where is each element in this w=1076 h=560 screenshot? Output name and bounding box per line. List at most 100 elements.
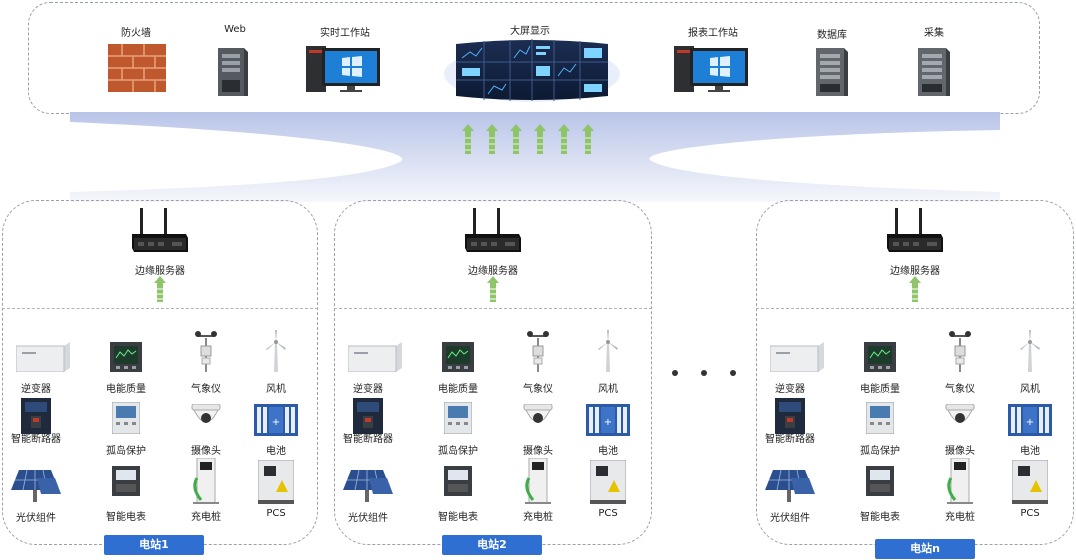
svg-text:+: +	[604, 417, 612, 428]
pcs-icon	[590, 460, 626, 504]
firewall-icon	[108, 44, 166, 94]
smart-meter-label: 智能电表	[860, 512, 900, 523]
smart-meter-icon	[112, 466, 140, 496]
battery-icon: +	[254, 404, 298, 436]
uplink-funnel	[70, 112, 1000, 202]
island-protection-label: 孤岛保护	[438, 446, 478, 457]
edge-uplink-arrow-icon	[909, 276, 921, 302]
collect-label: 采集	[924, 28, 944, 39]
wind-turbine-label: 风机	[598, 384, 618, 395]
battery-label: 电池	[1020, 446, 1040, 457]
station-name-badge: 电站2	[442, 535, 542, 555]
camera-icon	[522, 404, 554, 430]
smart-meter-icon	[444, 466, 472, 496]
pv-module-icon	[765, 470, 815, 504]
workstation-icon	[674, 44, 750, 94]
pv-module-icon	[11, 470, 61, 504]
ellipsis-dot	[730, 370, 736, 376]
island-protection-label: 孤岛保护	[106, 446, 146, 457]
battery-label: 电池	[598, 446, 618, 457]
server-tower-icon	[812, 46, 850, 98]
server-tower-icon	[214, 46, 248, 98]
island-protection-icon	[866, 402, 894, 434]
pcs-label: PCS	[598, 508, 618, 519]
video-wall-icon	[444, 38, 620, 104]
pcs-icon	[258, 460, 294, 504]
charging-pile-icon	[525, 458, 551, 504]
island-protection-icon	[112, 402, 140, 434]
edge-server-icon	[885, 204, 945, 256]
inverter-icon	[16, 342, 70, 372]
server-tower-icon	[914, 46, 952, 98]
station-name-badge: 电站1	[104, 535, 204, 555]
charging-pile-label: 充电桩	[523, 512, 553, 523]
power-quality-icon	[864, 342, 896, 372]
smart-breaker-icon	[775, 398, 805, 434]
charging-pile-icon	[947, 458, 973, 504]
smart-meter-icon	[866, 466, 894, 496]
report-workstation-label: 报表工作站	[688, 28, 738, 39]
camera-label: 摄像头	[191, 446, 221, 457]
web-label: Web	[224, 24, 246, 35]
charging-pile-icon	[193, 458, 219, 504]
smart-meter-label: 智能电表	[106, 512, 146, 523]
inverter-label: 逆变器	[775, 384, 805, 395]
inverter-icon	[770, 342, 824, 372]
wind-turbine-label: 风机	[266, 384, 286, 395]
power-quality-label: 电能质量	[860, 384, 900, 395]
weather-station-icon	[526, 330, 550, 372]
workstation-icon	[306, 44, 382, 94]
ellipsis-dot	[672, 370, 678, 376]
charging-pile-label: 充电桩	[191, 512, 221, 523]
battery-icon: +	[586, 404, 630, 436]
power-quality-label: 电能质量	[438, 384, 478, 395]
wind-turbine-icon	[596, 330, 620, 372]
weather-station-icon	[948, 330, 972, 372]
island-protection-label: 孤岛保护	[860, 446, 900, 457]
pcs-icon	[1012, 460, 1048, 504]
svg-text:+: +	[1026, 417, 1034, 428]
power-quality-icon	[110, 342, 142, 372]
edge-server-icon	[463, 204, 523, 256]
smart-breaker-icon	[353, 398, 383, 434]
camera-icon	[190, 404, 222, 430]
smart-breaker-icon	[21, 398, 51, 434]
pv-module-label: 光伏组件	[16, 513, 56, 524]
smart-meter-label: 智能电表	[438, 512, 478, 523]
station-name-badge: 电站n	[875, 539, 975, 559]
ellipsis-dot	[701, 370, 707, 376]
power-quality-label: 电能质量	[106, 384, 146, 395]
uplink-arrows	[462, 124, 602, 160]
station-separator	[756, 308, 1074, 309]
battery-label: 电池	[266, 446, 286, 457]
svg-text:+: +	[272, 417, 280, 428]
wind-turbine-icon	[1018, 330, 1042, 372]
camera-label: 摄像头	[945, 446, 975, 457]
realtime-workstation-label: 实时工作站	[320, 28, 370, 39]
firewall-label: 防火墙	[121, 28, 151, 39]
battery-icon: +	[1008, 404, 1052, 436]
pv-module-label: 光伏组件	[770, 513, 810, 524]
inverter-label: 逆变器	[353, 384, 383, 395]
edge-server-label: 边缘服务器	[890, 266, 940, 277]
pv-module-label: 光伏组件	[348, 513, 388, 524]
pcs-label: PCS	[266, 508, 286, 519]
power-quality-icon	[442, 342, 474, 372]
edge-uplink-arrow-icon	[487, 276, 499, 302]
weather-station-label: 气象仪	[945, 384, 975, 395]
pv-module-icon	[343, 470, 393, 504]
charging-pile-label: 充电桩	[945, 512, 975, 523]
weather-station-label: 气象仪	[523, 384, 553, 395]
station-separator	[2, 308, 318, 309]
database-label: 数据库	[817, 30, 847, 41]
inverter-label: 逆变器	[21, 384, 51, 395]
edge-server-label: 边缘服务器	[135, 266, 185, 277]
edge-uplink-arrow-icon	[154, 276, 166, 302]
weather-station-icon	[194, 330, 218, 372]
edge-server-label: 边缘服务器	[468, 266, 518, 277]
wind-turbine-label: 风机	[1020, 384, 1040, 395]
island-protection-icon	[444, 402, 472, 434]
pcs-label: PCS	[1020, 508, 1040, 519]
edge-server-icon	[130, 204, 190, 256]
smart-breaker-label: 智能断路器	[765, 434, 815, 445]
